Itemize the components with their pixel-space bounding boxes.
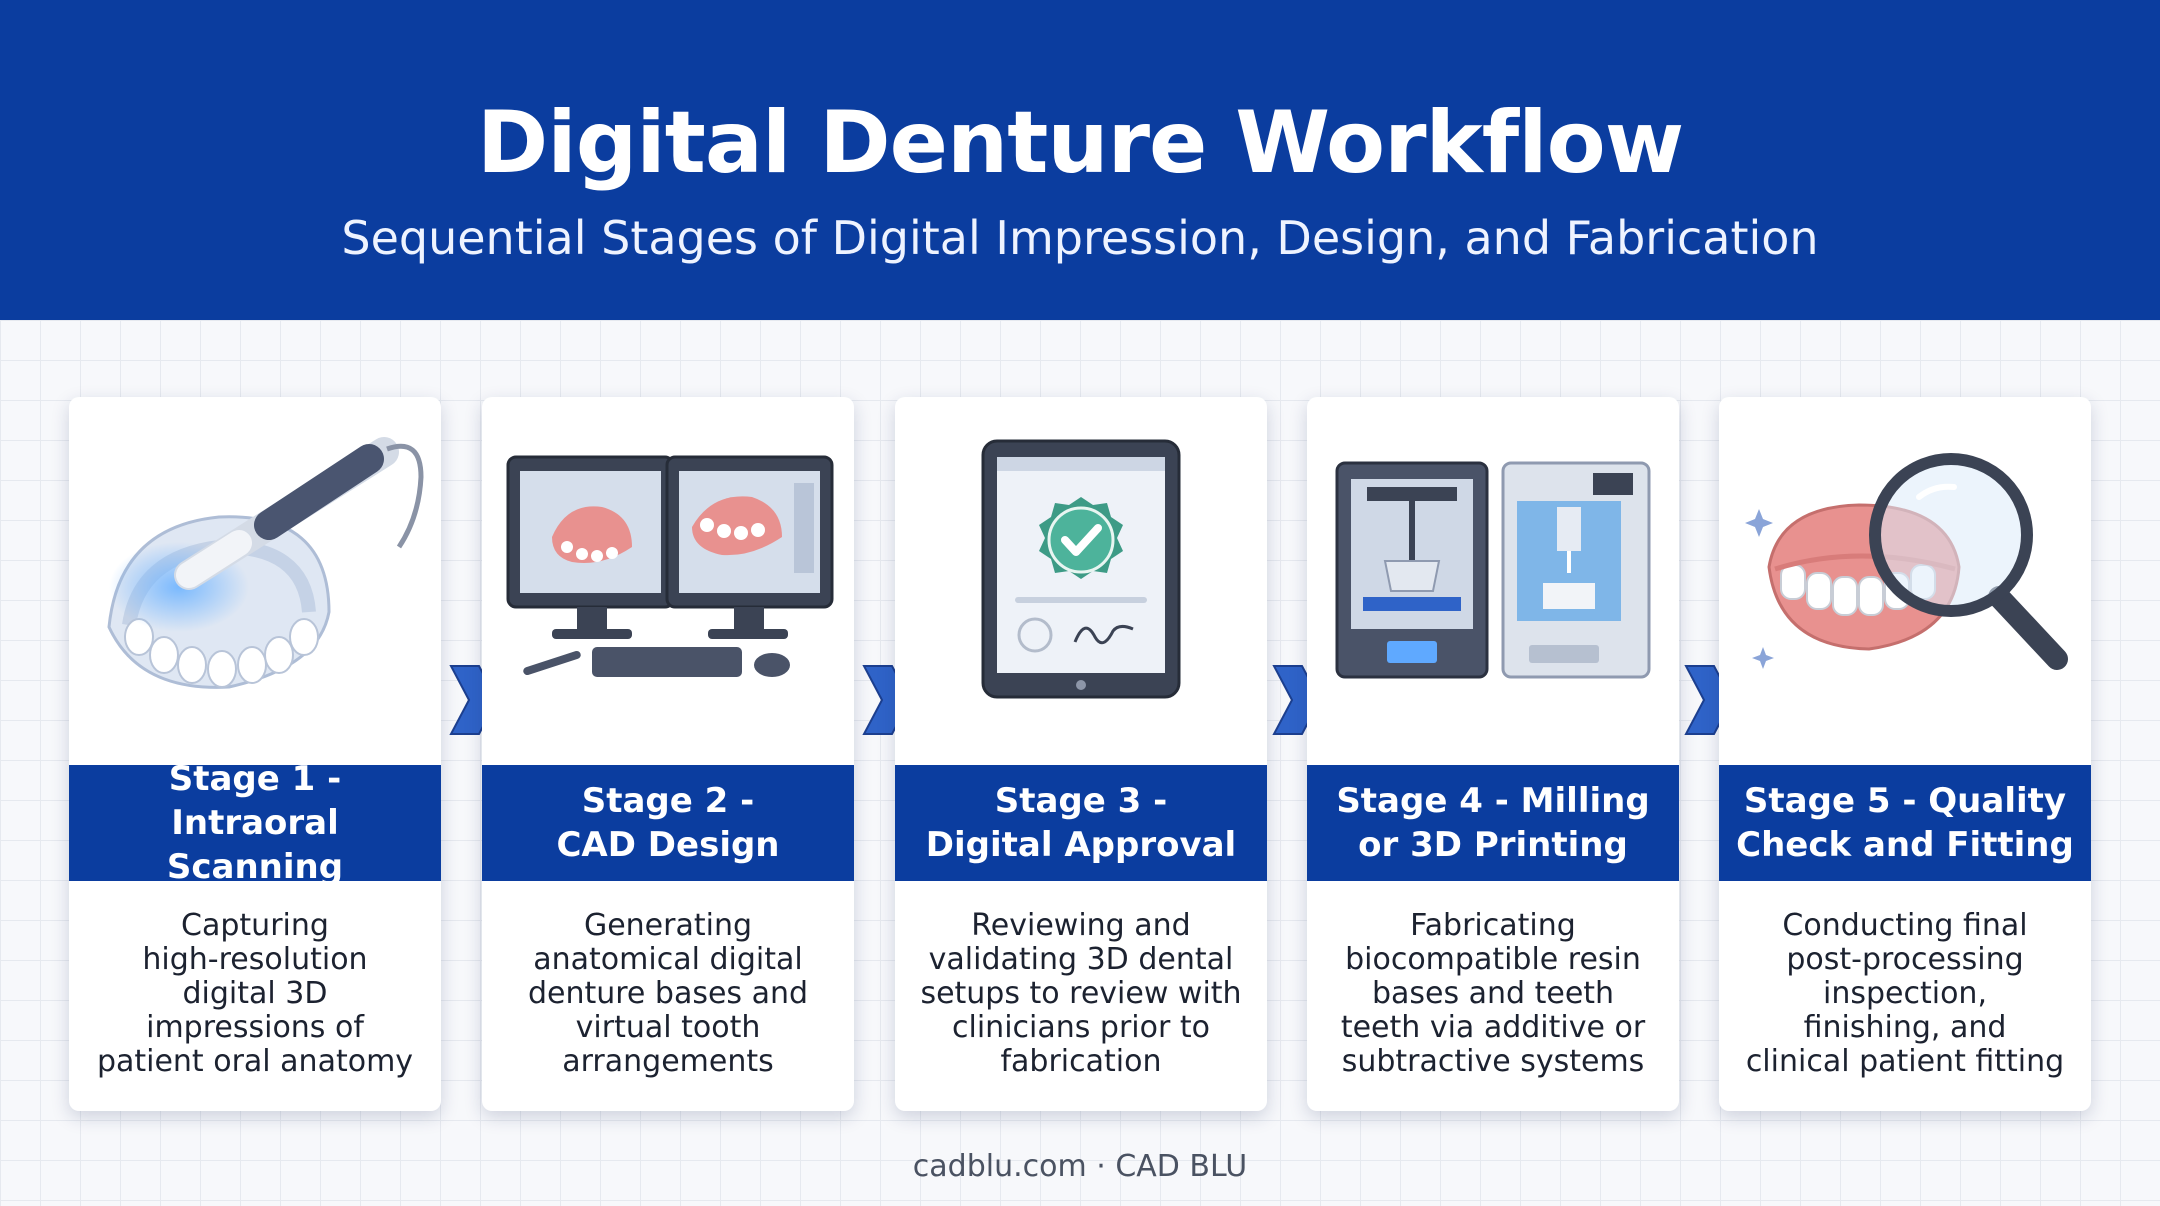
stage-title: Stage 4 - Milling or 3D Printing xyxy=(1336,781,1650,865)
stage-description: Fabricating biocompatible resin bases an… xyxy=(1340,908,1646,1079)
stage-description: Capturing high-resolution digital 3D imp… xyxy=(96,908,414,1079)
stage-description: Reviewing and validating 3D dental setup… xyxy=(920,908,1242,1079)
stage-title-band: Stage 4 - Milling or 3D Printing xyxy=(1307,765,1679,881)
stage-title-band: Stage 1 - Intraoral Scanning xyxy=(69,759,441,887)
stage-title: Stage 5 - Quality Check and Fitting xyxy=(1736,781,2074,865)
stage-card-2: Stage 2 - CAD Design Generating anatomic… xyxy=(482,397,854,1111)
stage-title: Stage 1 - Intraoral Scanning xyxy=(166,759,344,887)
stage-title-band: Stage 5 - Quality Check and Fitting xyxy=(1719,765,2091,881)
tablet-approval-icon xyxy=(981,439,1181,699)
intraoral-scanner-icon xyxy=(107,437,424,689)
footer-credit: cadblu.com · CAD BLU xyxy=(912,1149,1248,1184)
header-banner: Digital Denture Workflow Sequential Stag… xyxy=(0,0,2160,320)
page-title: Digital Denture Workflow xyxy=(476,93,1684,193)
page-subtitle: Sequential Stages of Digital Impression,… xyxy=(341,211,1819,265)
stage-title: Stage 2 - CAD Design xyxy=(556,781,780,865)
magnifier-denture-icon xyxy=(1745,453,2068,670)
stage-description: Conducting final post-processing inspect… xyxy=(1745,908,2065,1079)
stage-title: Stage 3 - Digital Approval xyxy=(925,781,1237,865)
printer-mill-icon xyxy=(1335,461,1651,679)
cad-monitors-icon xyxy=(506,455,834,677)
stage-description: Generating anatomical digital denture ba… xyxy=(527,908,809,1079)
stage-card-1: Stage 1 - Intraoral Scanning Capturing h… xyxy=(69,397,441,1111)
stage-card-4: Stage 4 - Milling or 3D Printing Fabrica… xyxy=(1307,397,1679,1111)
stage-title-band: Stage 3 - Digital Approval xyxy=(895,765,1267,881)
stage-card-3: Stage 3 - Digital Approval Reviewing and… xyxy=(895,397,1267,1111)
stage-title-band: Stage 2 - CAD Design xyxy=(482,765,854,881)
stage-card-5: Stage 5 - Quality Check and Fitting Cond… xyxy=(1719,397,2091,1111)
